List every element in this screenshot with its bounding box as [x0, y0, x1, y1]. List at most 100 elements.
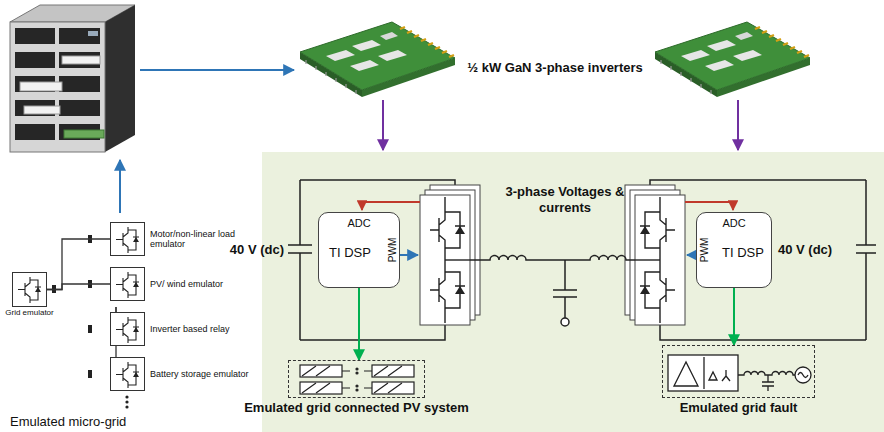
- lcl-filter: [561, 318, 569, 326]
- pwm-arrow: [400, 254, 418, 256]
- breaker-marks: [88, 325, 92, 333]
- server-rack: [20, 82, 62, 91]
- grid-fault-symbols: [709, 372, 717, 380]
- adc-arrow: [685, 202, 733, 210]
- breaker-marks: [88, 370, 92, 378]
- dc-link: [288, 180, 876, 340]
- server-rack: [15, 124, 55, 140]
- inverter-icon: [133, 237, 139, 242]
- grid-fault-symbols: [668, 355, 738, 391]
- dc-link: [856, 180, 876, 340]
- continuation-dots: [125, 395, 128, 398]
- adc-label: ADC: [697, 217, 771, 229]
- emulator-label: Grid emulator: [5, 308, 53, 317]
- dashed-subsystem: Emulated grid fault: [662, 345, 815, 398]
- grid-fault-symbols: [722, 370, 730, 381]
- pv-panels: [372, 382, 414, 394]
- pv-panels: [356, 368, 358, 370]
- server-rack: [59, 52, 100, 68]
- inverter-icon: [133, 372, 139, 377]
- annotation: 3-phase Voltages & currents: [495, 184, 635, 215]
- continuation-dots: [125, 405, 128, 408]
- pv-panels: [356, 372, 358, 374]
- server-rack: [105, 5, 135, 152]
- emulator-box: Battery storage emulator: [110, 357, 145, 391]
- pv-panels: [300, 365, 414, 394]
- server-rack: [15, 28, 55, 44]
- breaker-marks: [52, 235, 92, 378]
- server-rack: [88, 31, 98, 36]
- flow-arrow: [382, 100, 384, 150]
- lcl-filter: [470, 256, 635, 327]
- pv-panels: [300, 365, 342, 377]
- emulator-box: Grid emulator: [12, 272, 47, 307]
- server-rack: [59, 76, 100, 92]
- dsp-box: ADC PWM TI DSP: [318, 212, 400, 288]
- pv-panels: [302, 366, 402, 393]
- server-rack: [15, 52, 55, 68]
- grid-fault-symbols: [798, 373, 808, 378]
- inverter-icon: [133, 327, 139, 332]
- server-rack: [59, 28, 100, 44]
- switch-stack: [625, 185, 685, 325]
- connector: [47, 239, 110, 290]
- connector: [733, 288, 735, 345]
- grid-fault-symbols: [668, 355, 811, 391]
- server-rack: [10, 5, 135, 152]
- continuation-dots: [125, 395, 128, 408]
- inverter-icon: [111, 268, 143, 299]
- emulator-box: Motor/non-linear load emulator: [110, 222, 145, 256]
- server-rack: [59, 100, 100, 116]
- annotation: 40 V (dc): [778, 242, 850, 258]
- flow-arrow: [119, 160, 121, 213]
- inverter-icon: [111, 358, 143, 389]
- server-rack: [24, 106, 60, 114]
- pv-panels: [356, 385, 358, 387]
- emulator-box: Inverter based relay: [110, 312, 145, 346]
- server-rack: [64, 130, 104, 138]
- inverter-icon: [111, 223, 143, 254]
- lcl-filter: [470, 256, 635, 261]
- dsp-label: TI DSP: [715, 245, 771, 260]
- server-rack: [15, 28, 100, 140]
- connector: [47, 284, 110, 290]
- dsp-box: ADC PWM TI DSP: [696, 212, 772, 288]
- inverter-icon: [18, 277, 41, 303]
- switch-stack: [420, 185, 480, 325]
- pv-panels: [300, 382, 342, 394]
- emulator-label: Battery storage emulator: [150, 369, 250, 379]
- inverter-icon: [116, 317, 139, 343]
- grid-fault-symbols: [674, 362, 698, 386]
- inverter-icon: [111, 313, 143, 344]
- grid-fault-symbols: [762, 375, 774, 391]
- server-rack: [62, 56, 100, 64]
- inverter-icon: [133, 282, 139, 287]
- pwm-label: PWM: [699, 238, 710, 262]
- subsystem-title: Emulated grid fault: [680, 400, 798, 415]
- adc-label: ADC: [319, 217, 399, 229]
- annotation: 40 V (dc): [200, 242, 284, 258]
- emulator-label: PV/ wind emulator: [150, 279, 250, 289]
- continuation-dots: [125, 400, 128, 403]
- inverter-icon: [35, 287, 41, 292]
- inverter-icon: [116, 362, 139, 388]
- flow-arrow: [140, 69, 294, 71]
- grid-fault-symbols: [795, 367, 811, 383]
- pv-panels: [372, 365, 414, 377]
- grid-fault-symbols: [738, 372, 795, 376]
- green-panel: [262, 152, 884, 432]
- emulator-label: Inverter based relay: [150, 324, 250, 334]
- lcl-filter: [553, 260, 577, 318]
- dashed-subsystem: Emulated grid connected PV system: [288, 360, 425, 398]
- flow-arrow: [737, 100, 739, 150]
- dsp-label: TI DSP: [319, 245, 381, 260]
- connector: [358, 288, 360, 360]
- server-rack: [10, 22, 105, 152]
- grid-fault-symbols: [703, 357, 704, 389]
- dc-link: [288, 180, 312, 340]
- adc-arrow: [362, 202, 420, 210]
- pwm-arrow: [687, 254, 696, 256]
- pwm-label: PWM: [386, 238, 397, 262]
- emulator-box: PV/ wind emulator: [110, 267, 145, 301]
